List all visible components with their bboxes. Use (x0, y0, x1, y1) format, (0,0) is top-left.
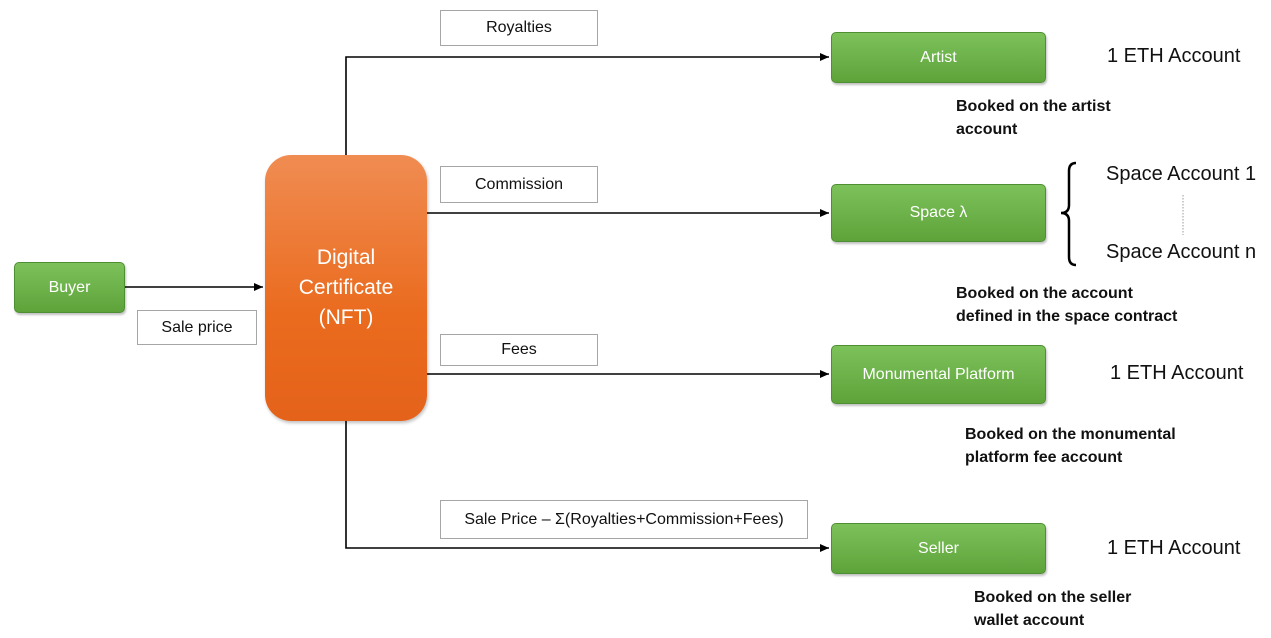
space-account-first: Space Account 1 (1106, 163, 1257, 185)
space-note-line-1: Booked on the account (956, 285, 1133, 302)
platform-label: Monumental Platform (862, 365, 1015, 383)
artist-node: Artist (831, 32, 1046, 83)
platform-note-line-1: Booked on the monumental (965, 426, 1176, 443)
artist-label: Artist (920, 48, 957, 66)
artist-note: Booked on the artist account (956, 95, 1111, 141)
seller-note: Booked on the seller wallet account (974, 586, 1131, 632)
seller-note-line-1: Booked on the seller (974, 589, 1132, 606)
sale-price-text: Sale price (161, 318, 233, 336)
platform-note: Booked on the monumental platform fee ac… (965, 423, 1176, 469)
commission-text: Commission (474, 175, 563, 193)
platform-node: Monumental Platform (831, 345, 1046, 404)
fees-label: Fees (440, 334, 598, 366)
nft-line-3: (NFT) (318, 306, 374, 329)
seller-node: Seller (831, 523, 1046, 574)
artist-note-line-1: Booked on the artist (956, 98, 1111, 115)
arrow-nft-to-seller (345, 421, 829, 552)
artist-account: 1 ETH Account (1107, 45, 1241, 67)
platform-note-line-2: platform fee account (965, 449, 1123, 466)
seller-amount-text: Sale Price – Σ(Royalties+Commission+Fees… (464, 510, 784, 528)
arrow-nft-to-artist (345, 53, 829, 155)
space-account-last: Space Account n (1106, 241, 1257, 263)
seller-label: Seller (918, 539, 959, 557)
royalties-text: Royalties (486, 19, 552, 36)
commission-label: Commission (440, 166, 598, 203)
buyer-label: Buyer (48, 278, 91, 296)
seller-amount-label: Sale Price – Σ(Royalties+Commission+Fees… (440, 500, 808, 539)
space-accounts-brace (1060, 161, 1077, 267)
seller-account: 1 ETH Account (1107, 537, 1241, 559)
space-label: Space λ (909, 204, 968, 221)
royalties-label: Royalties (440, 10, 598, 46)
sale-price-label: Sale price (137, 310, 257, 345)
nft-line-2: Certificate (298, 276, 394, 299)
seller-note-line-2: wallet account (974, 612, 1085, 629)
buyer-node: Buyer (14, 262, 125, 313)
platform-account: 1 ETH Account (1110, 362, 1244, 384)
nft-node: Digital Certificate (NFT) (265, 155, 427, 421)
space-node: Space λ (831, 184, 1046, 242)
fees-text: Fees (501, 341, 537, 358)
artist-note-line-2: account (956, 121, 1018, 138)
nft-line-1: Digital (316, 246, 376, 269)
space-note: Booked on the account defined in the spa… (956, 282, 1177, 328)
space-note-line-2: defined in the space contract (956, 308, 1178, 325)
